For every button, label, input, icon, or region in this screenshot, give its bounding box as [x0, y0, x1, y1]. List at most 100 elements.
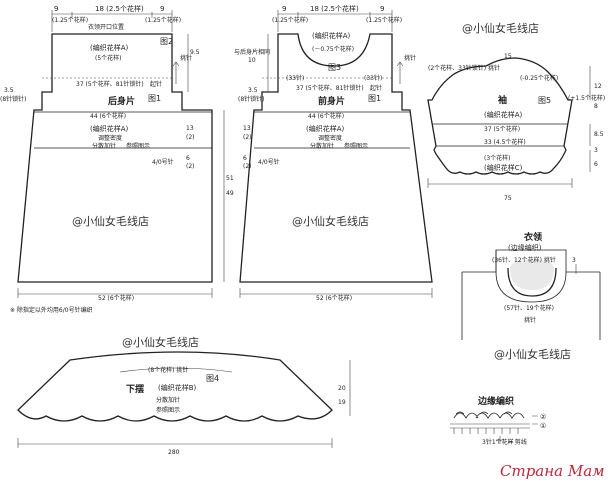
collar-subtitle: (边缘编织) — [508, 243, 542, 252]
back-row37: 37 (5个花样、81针锁针) — [76, 80, 144, 88]
sleeve-h6: 6 — [594, 161, 598, 168]
front-top-w1-sub: (1.25个花样) — [272, 16, 308, 24]
front-same-as-back: 与后身片相同 — [234, 48, 270, 56]
front-h13: 13 — [243, 125, 251, 132]
back-pattern-count: (5个花样) — [95, 54, 122, 62]
back-start: 起针 — [150, 80, 162, 88]
front-h35: 3.5 — [248, 87, 258, 94]
back-h51: 51 — [226, 175, 234, 182]
collar-bottom-note: (57针、19个花样) — [504, 304, 554, 312]
back-top-w3-sub: (1.25个花样) — [145, 16, 181, 24]
collar-title: 衣领 — [524, 231, 542, 243]
front-row44: 44 (6个花样) — [308, 112, 344, 120]
collar-h: 3 — [572, 257, 576, 264]
front-title: 前身片 — [318, 95, 345, 107]
sleeve-fig5: 图5 — [538, 96, 551, 105]
back-h95: 9.5 — [190, 49, 200, 56]
sleeve-h3: 3 — [594, 147, 598, 154]
back-h6: 6 — [186, 155, 190, 162]
back-top-w3: 9 — [160, 5, 164, 13]
back-h8: (8针锁针) — [0, 95, 27, 103]
back-fig1: 图1 — [148, 94, 161, 103]
site-logo: Страна Мам — [500, 462, 605, 480]
back-h6-sub: (2) — [186, 163, 195, 170]
back-h49: 49 — [226, 190, 234, 197]
back-row44: 44 (6个花样) — [90, 112, 126, 120]
watermark-sleeve-top: @小仙女毛线店 — [462, 21, 539, 35]
front-h6: 6 — [243, 155, 247, 162]
hook-note: ※ 除指定以外均用6/0号针编织 — [10, 306, 93, 314]
sleeve-h8: 8 — [594, 103, 598, 110]
sleeve-piece — [427, 57, 591, 188]
collar-piece — [461, 249, 601, 340]
back-pattern-a2: (编织花样A) — [90, 124, 129, 133]
back-adjust: 调整密度 — [98, 134, 122, 142]
front-add-note: 分散加针 — [310, 142, 334, 150]
skirt-title: 下摆 — [126, 383, 144, 395]
front-fig1: 图1 — [368, 94, 381, 103]
back-pickup: 挑针 — [180, 54, 192, 62]
back-top-w1-sub: (1.25个花样) — [52, 16, 88, 24]
back-piece — [17, 10, 225, 298]
back-pattern-a: (编织花样A) — [90, 43, 129, 52]
front-row37: 37 (5个花样、81针锁针) — [296, 84, 364, 92]
sleeve-h12: 12 — [594, 83, 602, 90]
sleeve-title: 袖 — [497, 94, 507, 106]
sleeve-pattern-c: (编织花样C) — [484, 163, 523, 172]
front-fig3: 图3 — [328, 63, 341, 72]
back-title: 后身片 — [108, 95, 135, 107]
back-add-note: 分散加针 — [92, 142, 116, 150]
collar-top-note: (36针、12个花样) 挑针 — [492, 256, 556, 264]
back-fig2: 图2 — [160, 37, 173, 46]
front-adjust: 调整密度 — [318, 134, 342, 142]
front-st33-left: (33针) — [286, 74, 304, 82]
back-top-w2: 18 (2.5个花样) — [95, 4, 144, 13]
back-row4: 4/0号针 — [152, 158, 174, 166]
sleeve-w15: 15 — [504, 53, 512, 60]
front-top-w3-sub: (1.25个花样) — [366, 16, 402, 24]
skirt-ref-note: 参照图示 — [156, 406, 180, 414]
back-h13: 13 — [186, 125, 194, 132]
skirt-h19: 19 — [338, 399, 346, 406]
skirt-piece — [17, 351, 351, 448]
front-neck-dec: (－0.75个花样) — [312, 45, 354, 53]
front-top-w3: 9 — [380, 5, 384, 13]
front-pickup: 挑针 — [404, 54, 416, 62]
sleeve-row37: 37 (5个花样) — [484, 125, 520, 133]
opening-note: 衣领开口位置 — [88, 23, 124, 31]
back-ref-note: 参照图示 — [126, 142, 150, 150]
skirt-add-note: 分散加针 — [156, 396, 180, 404]
front-h6-sub: (2) — [243, 163, 252, 170]
front-st33-right: (33针) — [364, 74, 382, 82]
edge-stitch-chart — [450, 411, 538, 444]
watermark-front: @小仙女毛线店 — [292, 214, 369, 228]
skirt-pattern-b: (编织花样B) — [158, 383, 197, 392]
edge-title: 边缘编织 — [477, 395, 514, 407]
skirt-top-note: (8个花样) 挑针 — [148, 366, 188, 374]
watermark-back: @小仙女毛线店 — [72, 214, 149, 228]
back-h13-sub: (2) — [186, 134, 195, 141]
back-bottom52: 52 (6个花样) — [98, 294, 134, 302]
sleeve-dec: (-0.25个花样) — [520, 74, 558, 82]
front-start: 起针 — [370, 84, 382, 92]
sleeve-pickup: (2个花样、33针锁针) 挑针 — [428, 64, 500, 72]
skirt-h20: 20 — [338, 385, 346, 392]
skirt-w280: 280 — [168, 449, 180, 456]
edge-pickup: 3针1个花样 — [482, 438, 514, 446]
front-bottom52: 52 (6个花样) — [316, 294, 352, 302]
front-row4: 4/0号针 — [258, 158, 280, 166]
edge-mark-2: ② — [540, 413, 546, 421]
front-piece — [239, 10, 433, 298]
edge-mark-1: ① — [540, 422, 546, 430]
sleeve-h85: 8.5 — [594, 131, 604, 138]
sleeve-inc: (+1.5个花样) — [568, 94, 605, 102]
watermark-skirt: @小仙女毛线店 — [122, 335, 199, 349]
front-h10: 10 — [248, 57, 256, 64]
collar-pickup: 挑针 — [524, 316, 536, 324]
front-top-w1: 9 — [282, 5, 286, 13]
front-pattern-a: (编织花样A) — [312, 31, 351, 40]
front-pattern-a2: (编织花样A) — [306, 124, 345, 133]
sleeve-pattern-a: (编织花样A) — [484, 110, 523, 119]
